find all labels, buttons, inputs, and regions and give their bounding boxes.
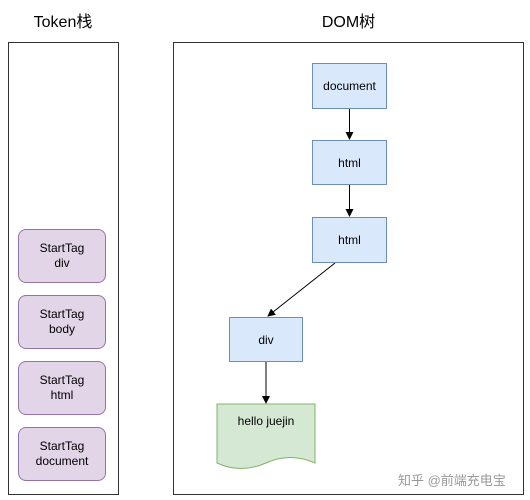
token-stack-heading: Token栈 [33,14,93,31]
dom-node-html-outer: html [312,140,387,185]
edge-html-to-div [267,262,336,317]
stack-item-tag-name: html [50,388,74,402]
dom-node-label: html [338,233,361,247]
text-node-shape [216,403,316,469]
dom-node-div: div [229,317,303,362]
stack-item-tag-type: StartTag [39,373,85,387]
stack-item-tag-name: div [54,256,70,270]
dom-node-html-inner: html [312,217,387,263]
dom-node-label: div [258,332,274,347]
stack-item-tag-name: document [35,454,89,468]
dom-node-document: document [312,63,387,109]
watermark: 知乎 @前端充电宝 [398,473,506,488]
dom-node-label: document [323,79,376,93]
stack-item-document: StartTag document [18,427,106,481]
stack-item-html: StartTag html [18,361,106,415]
stack-item-tag-type: StartTag [39,439,85,453]
stack-item-div: StartTag div [18,229,106,283]
stack-item-tag-type: StartTag [39,307,85,321]
stack-item-body: StartTag body [18,295,106,349]
dom-node-label: html [338,155,361,170]
stack-item-tag-name: body [48,322,76,336]
stack-item-tag-type: StartTag [39,241,85,255]
dom-text-node-label: hello juejin [237,414,295,428]
dom-tree-heading: DOM树 [321,14,376,31]
